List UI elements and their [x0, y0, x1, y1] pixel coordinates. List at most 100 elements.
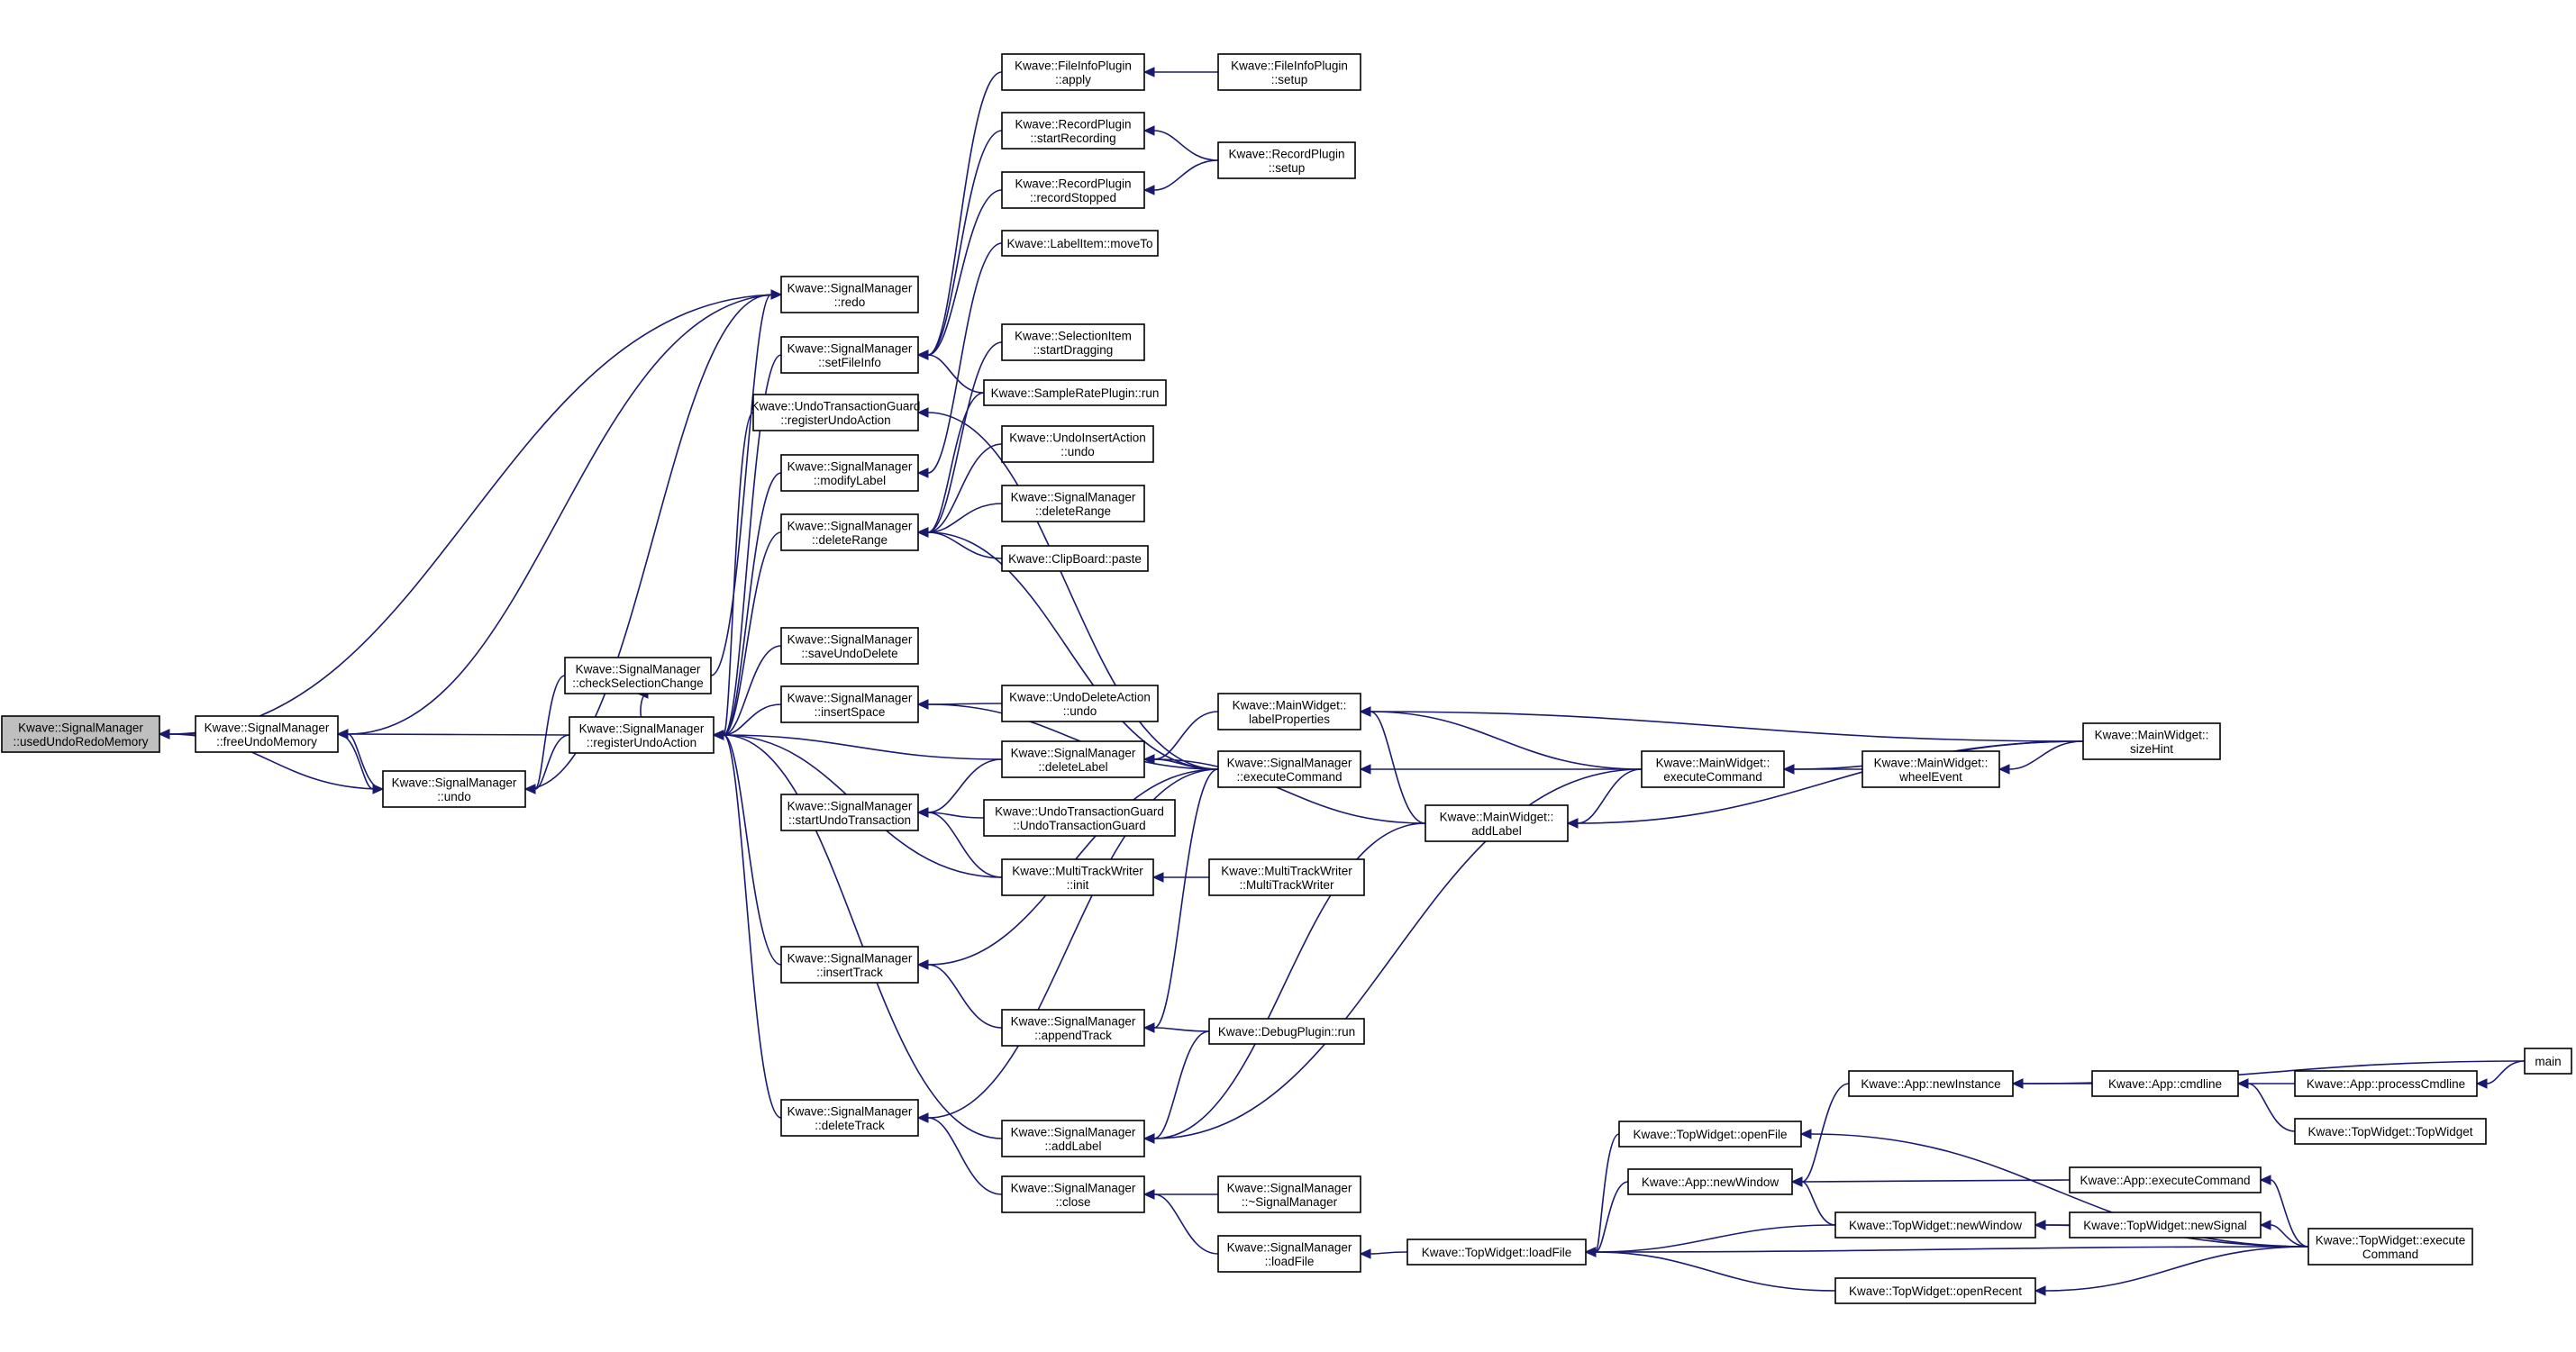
node-label: Kwave::SignalManager [18, 721, 143, 734]
node-mw-add-label[interactable]: Kwave::MainWidget::addLabel [1425, 804, 1569, 842]
node-app-new-instance[interactable]: Kwave::App::newInstance [1848, 1070, 2014, 1097]
node-layer: Kwave::SignalManager::usedUndoRedoMemory… [1, 53, 2572, 1304]
call-edge [2475, 1060, 2526, 1089]
node-set-file-info[interactable]: Kwave::SignalManager::setFileInfo [780, 336, 919, 374]
node-box [983, 379, 1167, 406]
node-box [569, 716, 715, 754]
node-box [1217, 1175, 1361, 1213]
node-label: Kwave::SignalManager [1011, 1125, 1136, 1139]
node-tw-execute-command[interactable]: Kwave::TopWidget::executeCommand [2307, 1228, 2473, 1266]
node-box [2294, 1118, 2487, 1145]
node-label: Kwave::FileInfoPlugin [1015, 59, 1132, 72]
node-label: Kwave::SignalManager [1011, 746, 1136, 759]
node-free-undo-memory[interactable]: Kwave::SignalManager::freeUndoMemory [195, 715, 339, 753]
node-sm-execute-command[interactable]: Kwave::SignalManager::executeCommand [1217, 750, 1361, 788]
node-undo-insert-undo[interactable]: Kwave::UndoInsertAction::undo [1001, 425, 1154, 463]
node-box [752, 394, 919, 431]
node-record-stopped[interactable]: Kwave::RecordPlugin::recordStopped [1001, 171, 1145, 209]
node-tw-new-window[interactable]: Kwave::TopWidget::newWindow [1834, 1211, 2036, 1239]
node-sample-rate-run[interactable]: Kwave::SampleRatePlugin::run [983, 379, 1167, 406]
node-start-dragging[interactable]: Kwave::SelectionItem::startDragging [1001, 323, 1145, 361]
arrowhead [916, 699, 929, 710]
call-edge [916, 341, 1003, 538]
node-label: ::loadFile [1265, 1255, 1315, 1268]
node-label-item-move-to[interactable]: Kwave::LabelItem::moveTo [1001, 230, 1159, 257]
node-mtw-ctor[interactable]: Kwave::MultiTrackWriter::MultiTrackWrite… [1208, 858, 1365, 896]
call-edge [916, 407, 1219, 770]
node-label: Kwave::App::cmdline [2108, 1077, 2222, 1091]
node-delete-track[interactable]: Kwave::SignalManager::deleteTrack [780, 1099, 919, 1137]
node-size-hint[interactable]: Kwave::MainWidget::sizeHint [2082, 722, 2221, 760]
node-delete-range[interactable]: Kwave::SignalManager::deleteRange [780, 513, 919, 551]
node-sm-dtor[interactable]: Kwave::SignalManager::~SignalManager [1217, 1175, 1361, 1213]
node-tw-ctor[interactable]: Kwave::TopWidget::TopWidget [2294, 1118, 2487, 1145]
node-label: ::appendTrack [1034, 1029, 1112, 1042]
call-edge [916, 189, 1003, 360]
node-used-undo-redo-memory[interactable]: Kwave::SignalManager::usedUndoRedoMemory [1, 715, 160, 753]
node-label: Kwave::SignalManager [1011, 1181, 1136, 1194]
node-clipboard-paste[interactable]: Kwave::ClipBoard::paste [1001, 545, 1149, 572]
node-check-selection-change[interactable]: Kwave::SignalManager::checkSelectionChan… [564, 657, 712, 694]
node-label-properties[interactable]: Kwave::MainWidget::labelProperties [1217, 693, 1361, 730]
node-insert-space[interactable]: Kwave::SignalManager::insertSpace [780, 685, 919, 723]
node-label: ::startUndoTransaction [788, 813, 911, 827]
call-edge [1799, 1129, 2309, 1248]
node-tw-new-signal[interactable]: Kwave::TopWidget::newSignal [2069, 1211, 2262, 1239]
node-start-recording[interactable]: Kwave::RecordPlugin::startRecording [1001, 112, 1145, 150]
node-modify-label[interactable]: Kwave::SignalManager::modifyLabel [780, 454, 919, 492]
node-main[interactable]: main [2524, 1048, 2572, 1075]
node-label: Kwave::SignalManager [1011, 490, 1136, 504]
call-edge [1359, 706, 2084, 742]
node-file-info-apply[interactable]: Kwave::FileInfoPlugin::apply [1001, 53, 1145, 91]
arrowhead [1142, 185, 1155, 195]
node-delete-label[interactable]: Kwave::SignalManager::deleteLabel [1001, 740, 1145, 778]
node-debug-run[interactable]: Kwave::DebugPlugin::run [1208, 1018, 1365, 1045]
node-redo[interactable]: Kwave::SignalManager::redo [780, 276, 919, 313]
node-label: ::setFileInfo [818, 356, 881, 369]
arrowhead [1782, 764, 1795, 775]
node-wheel-event[interactable]: Kwave::MainWidget::wheelEvent [1861, 750, 2000, 788]
node-process-cmdline[interactable]: Kwave::App::processCmdline [2294, 1070, 2478, 1097]
call-edge [916, 959, 1003, 1029]
node-undo-delete-undo[interactable]: Kwave::UndoDeleteAction::undo [1001, 685, 1159, 722]
node-file-info-setup[interactable]: Kwave::FileInfoPlugin::setup [1217, 53, 1361, 91]
arrowhead [1142, 1189, 1155, 1200]
node-sm-load-file[interactable]: Kwave::SignalManager::loadFile [1217, 1235, 1361, 1273]
node-utg-register-undo-action[interactable]: Kwave::UndoTransactionGuard::registerUnd… [751, 394, 921, 431]
node-tw-open-file[interactable]: Kwave::TopWidget::openFile [1618, 1121, 1802, 1148]
node-box [1001, 858, 1154, 896]
node-label: Kwave::SignalManager [392, 776, 517, 789]
node-label: ::registerUndoAction [587, 736, 696, 749]
node-sm-add-label[interactable]: Kwave::SignalManager::addLabel [1001, 1120, 1145, 1157]
node-sm-close[interactable]: Kwave::SignalManager::close [1001, 1175, 1145, 1213]
node-label: Kwave::SignalManager [787, 519, 913, 532]
node-undo[interactable]: Kwave::SignalManager::undo [382, 770, 526, 808]
call-edge [1359, 706, 1643, 770]
call-edge [710, 289, 783, 676]
node-label: ::~SignalManager [1242, 1195, 1338, 1209]
arrowhead [1584, 1247, 1597, 1257]
node-mw-execute-command[interactable]: Kwave::MainWidget::executeCommand [1641, 750, 1785, 788]
node-app-cmdline[interactable]: Kwave::App::cmdline [2091, 1070, 2239, 1097]
node-sm-delete-range2[interactable]: Kwave::SignalManager::deleteRange [1001, 485, 1145, 522]
node-register-undo-action[interactable]: Kwave::SignalManager::registerUndoAction [569, 716, 715, 754]
node-save-undo-delete[interactable]: Kwave::SignalManager::saveUndoDelete [780, 627, 919, 665]
node-start-undo-transaction[interactable]: Kwave::SignalManager::startUndoTransacti… [780, 794, 919, 831]
node-append-track[interactable]: Kwave::SignalManager::appendTrack [1001, 1009, 1145, 1047]
node-label: Kwave::SignalManager [787, 459, 913, 473]
node-record-setup[interactable]: Kwave::RecordPlugin::setup [1217, 141, 1356, 179]
node-box [780, 1099, 919, 1137]
node-utg-ctor[interactable]: Kwave::UndoTransactionGuard::UndoTransac… [983, 799, 1176, 837]
node-app-execute-command[interactable]: Kwave::App::executeCommand [2069, 1166, 2262, 1193]
node-tw-open-recent[interactable]: Kwave::TopWidget::openRecent [1834, 1277, 2036, 1304]
node-label: labelProperties [1249, 712, 1330, 726]
node-box [1001, 53, 1145, 91]
node-mtw-init[interactable]: Kwave::MultiTrackWriter::init [1001, 858, 1154, 896]
call-edge [916, 527, 1219, 770]
node-insert-track[interactable]: Kwave::SignalManager::insertTrack [780, 946, 919, 984]
node-app-new-window[interactable]: Kwave::App::newWindow [1627, 1168, 1793, 1195]
node-box [2082, 722, 2221, 760]
node-tw-load-file[interactable]: Kwave::TopWidget::loadFile [1406, 1239, 1587, 1266]
call-edge [712, 730, 1003, 1139]
node-label: ::MultiTrackWriter [1239, 878, 1334, 892]
